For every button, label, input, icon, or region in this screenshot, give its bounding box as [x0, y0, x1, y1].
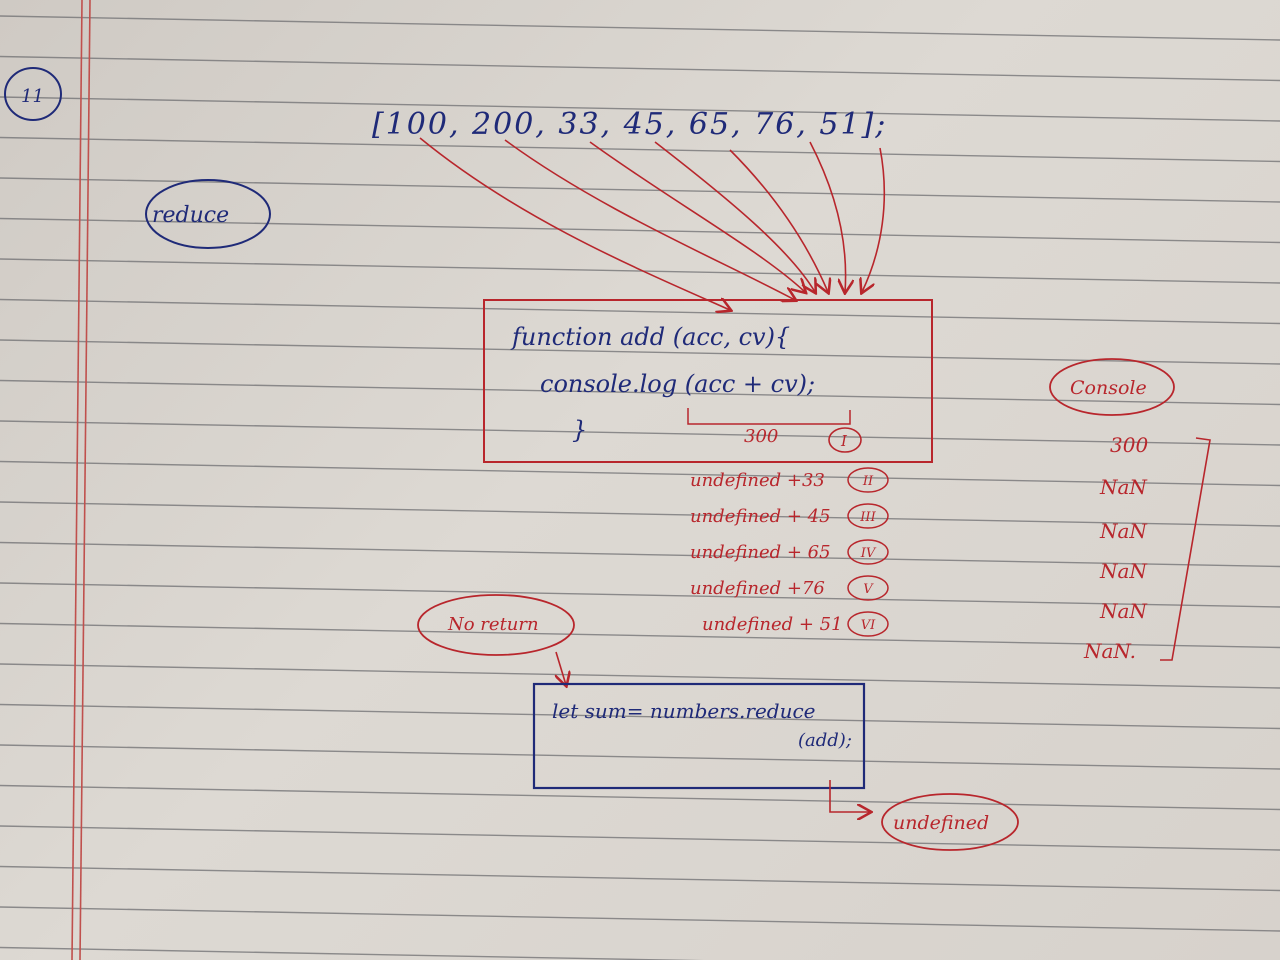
undefined-circle	[881, 793, 1019, 851]
margin-line	[71, 0, 83, 960]
sum-line-1: let sum= numbers.reduce	[552, 699, 816, 723]
ruled-lines	[0, 15, 1280, 960]
numeral-circle	[847, 467, 889, 493]
numeral-circle	[847, 503, 889, 529]
iteration-expression: undefined + 65	[690, 542, 831, 563]
iteration-numeral: II	[862, 474, 874, 489]
ruled-line	[0, 501, 1280, 527]
topic-circle	[145, 179, 271, 249]
iteration-numeral: III	[859, 510, 876, 525]
topic-label: reduce	[152, 203, 229, 228]
ruled-line	[0, 541, 1280, 568]
iteration-numeral: V	[863, 582, 874, 597]
numeral-circle	[847, 539, 889, 565]
ruled-line	[0, 622, 1280, 649]
function-line-1: function add (acc, cv){	[510, 323, 790, 351]
sum-result: undefined	[893, 812, 989, 834]
ruled-line	[0, 703, 1280, 730]
iteration-expression: undefined + 45	[690, 506, 831, 527]
iteration-expression: undefined +33	[690, 470, 825, 491]
no-return-label: No return	[447, 614, 539, 635]
console-circle	[1049, 358, 1175, 416]
array-arrows	[419, 137, 886, 310]
numeral-circle-1	[828, 427, 862, 453]
ruled-line	[0, 663, 1280, 689]
console-line: NaN	[1099, 519, 1148, 543]
ruled-line	[0, 15, 1280, 41]
console-label: Console	[1070, 377, 1147, 399]
first-result: 300	[744, 426, 778, 447]
ruled-line	[0, 339, 1280, 365]
page-number: 11	[21, 86, 44, 107]
iteration-list: undefined +33 II undefined + 45 III undefine…	[690, 467, 889, 637]
ruled-line	[0, 177, 1280, 203]
ruled-line	[0, 55, 1280, 82]
console-line: NaN	[1099, 599, 1148, 623]
ruled-line	[0, 136, 1280, 163]
sum-box	[532, 682, 866, 790]
ruled-line	[0, 744, 1280, 770]
ruled-line	[0, 582, 1280, 608]
console-line: NaN	[1099, 559, 1148, 583]
ruled-line	[0, 460, 1280, 487]
ruled-line	[0, 379, 1280, 406]
result-bracket	[687, 408, 851, 425]
iteration-numeral: VI	[861, 618, 876, 633]
ruled-line	[0, 420, 1280, 446]
iteration-expression: undefined +76	[690, 578, 825, 599]
numeral-circle	[847, 611, 889, 637]
array-literal: [100, 200, 33, 45, 65, 76, 51];	[372, 107, 887, 142]
console-bracket	[1160, 437, 1211, 661]
console-line: 300	[1110, 433, 1148, 457]
ruled-line	[0, 298, 1280, 325]
no-return-arrow	[556, 651, 566, 685]
function-line-2: console.log (acc + cv);	[540, 370, 815, 398]
sum-line-2: (add);	[798, 730, 852, 751]
margin-line-2	[79, 0, 91, 960]
console-line: NaN	[1099, 475, 1148, 499]
ruled-line	[0, 217, 1280, 244]
ruled-line	[0, 825, 1280, 851]
console-line: NaN.	[1083, 639, 1136, 663]
no-return-circle	[417, 594, 575, 656]
page-number-circle	[4, 67, 62, 121]
ruled-line	[0, 96, 1280, 122]
function-box	[483, 299, 933, 463]
ruled-line	[0, 784, 1280, 811]
ruled-line	[0, 258, 1280, 284]
iteration-expression: undefined + 51	[702, 614, 843, 635]
function-line-3: }	[572, 416, 587, 444]
undefined-arrow	[829, 780, 870, 812]
ruled-line	[0, 946, 705, 960]
ruled-line	[0, 865, 1280, 892]
first-numeral: I	[840, 432, 848, 450]
ruled-line	[0, 906, 1280, 932]
numeral-circle	[847, 575, 889, 601]
iteration-numeral: IV	[860, 546, 877, 561]
